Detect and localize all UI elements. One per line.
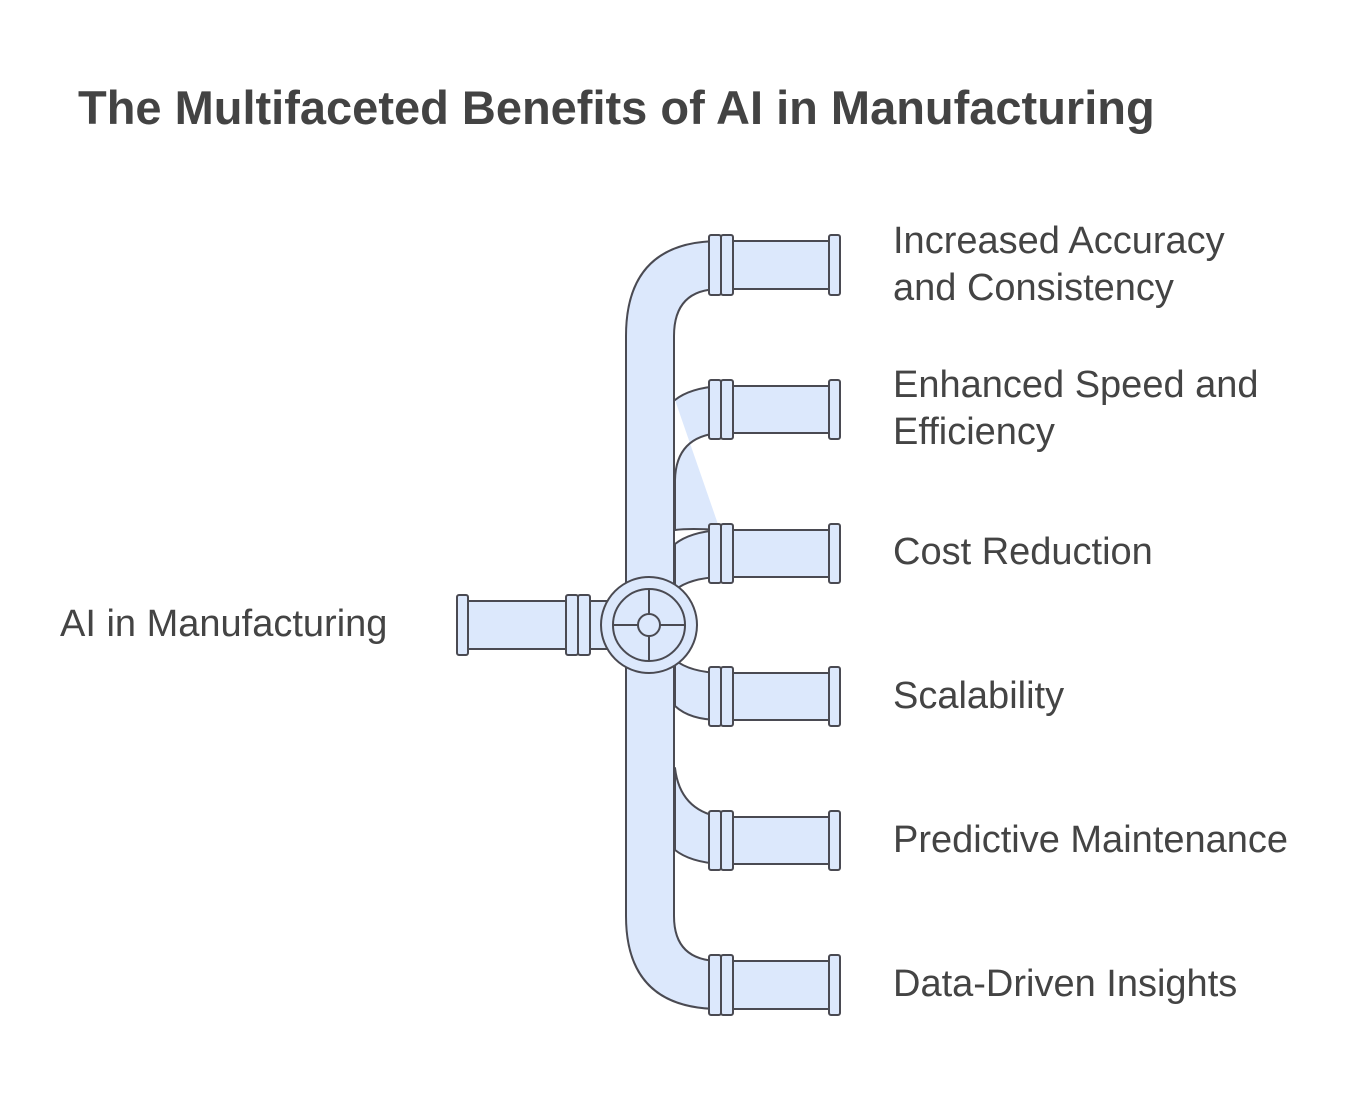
benefit-label-5: Predictive Maintenance xyxy=(893,819,1288,861)
branch-pipe-6 xyxy=(708,954,841,1016)
benefit-label-4: Scalability xyxy=(893,675,1065,717)
inlet-end-flange xyxy=(456,594,469,656)
benefit-label-1: Increased Accuracy and Consistency xyxy=(893,218,1225,312)
benefit-label-1-line1: Increased Accuracy xyxy=(893,220,1225,262)
benefit-label-2-line2: Efficiency xyxy=(893,411,1055,453)
branch-pipe-2 xyxy=(708,379,841,440)
source-label: AI in Manufacturing xyxy=(60,603,388,645)
benefit-label-3: Cost Reduction xyxy=(893,531,1153,573)
inlet-flange-a xyxy=(565,594,579,656)
branch-pipe-3 xyxy=(708,523,841,584)
branch-pipe-4 xyxy=(708,666,841,727)
benefit-label-1-line2: and Consistency xyxy=(893,267,1174,309)
valve-hub-icon xyxy=(600,576,698,674)
branch-pipe-5 xyxy=(708,810,841,871)
benefit-label-6: Data-Driven Insights xyxy=(893,963,1238,1005)
inlet-flange-b xyxy=(577,594,591,656)
benefit-label-2-line1: Enhanced Speed and xyxy=(893,364,1259,406)
benefit-label-2: Enhanced Speed and Efficiency xyxy=(893,362,1259,456)
diagram-title: The Multifaceted Benefits of AI in Manuf… xyxy=(78,81,1155,134)
branch-pipe-1 xyxy=(708,234,841,296)
